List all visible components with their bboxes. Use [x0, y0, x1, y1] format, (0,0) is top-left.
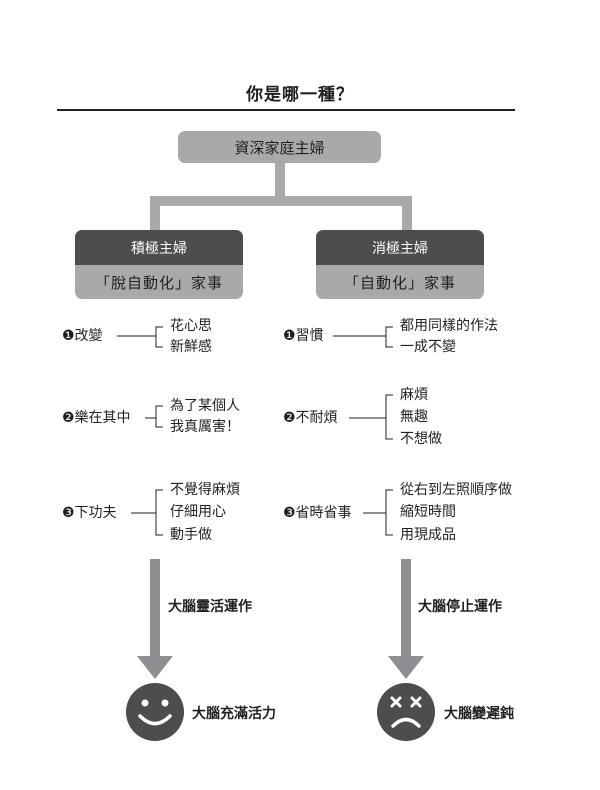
right-result-label: 大腦變遲鈍: [444, 706, 514, 722]
right-arrow-label: 大腦停止運作: [418, 599, 502, 615]
right-branch-subheading: 「自動化」家事: [316, 265, 484, 299]
left-group-1-item-2: 新鮮感: [170, 339, 212, 355]
left-arrow-label: 大腦靈活運作: [168, 599, 252, 615]
connector-right-drop: [402, 196, 412, 230]
left-result-label: 大腦充滿活力: [192, 706, 276, 722]
left-group-1-label: ❶改變: [62, 328, 103, 344]
left-branch-subheading: 「脫自動化」家事: [75, 265, 243, 299]
right-group-2-item-2: 無趣: [400, 409, 428, 425]
page-title: 你是哪一種？: [246, 85, 354, 105]
right-heading-label: 消極主婦: [372, 240, 428, 257]
connector-horizontal: [150, 196, 412, 206]
left-group-2-label: ❷樂在其中: [62, 410, 131, 426]
left-group-3-item-2: 仔細用心: [170, 504, 226, 520]
left-subheading-label: 「脫自動化」家事: [94, 273, 223, 292]
right-group-3-label: ❸省時省事: [283, 505, 352, 521]
right-group-2-item-3: 不想做: [400, 431, 442, 447]
left-group-2-item-2: 我真厲害！: [170, 419, 240, 435]
left-group-3-item-3: 動手做: [170, 527, 212, 543]
right-group-1-item-2: 一成不變: [400, 339, 456, 355]
connector-left-drop: [150, 196, 160, 230]
left-heading-label: 積極主婦: [131, 240, 187, 257]
right-group-1-item-1: 都用同樣的作法: [400, 318, 498, 334]
right-group-3-item-1: 從右到左照順序做: [400, 482, 512, 498]
right-group-2-label: ❷不耐煩: [283, 410, 338, 426]
left-group-3-item-1: 不覺得麻煩: [170, 482, 240, 498]
right-group-3-item-2: 縮短時間: [400, 504, 456, 520]
left-group-2-item-1: 為了某個人: [170, 398, 240, 414]
left-group-3-label: ❸下功夫: [62, 505, 117, 521]
title-divider: [57, 109, 515, 111]
right-branch-heading: 消極主婦: [316, 230, 484, 265]
connector-vertical-root: [275, 163, 285, 197]
right-group-2-item-1: 麻煩: [400, 387, 428, 403]
root-box: 資深家庭主婦: [178, 131, 381, 163]
root-label: 資深家庭主婦: [234, 138, 325, 157]
right-group-3-item-3: 用現成品: [400, 527, 456, 543]
left-branch-heading: 積極主婦: [75, 230, 243, 265]
left-group-1-item-1: 花心思: [170, 318, 212, 334]
right-group-1-label: ❶習慣: [283, 328, 324, 344]
right-subheading-label: 「自動化」家事: [343, 273, 456, 292]
